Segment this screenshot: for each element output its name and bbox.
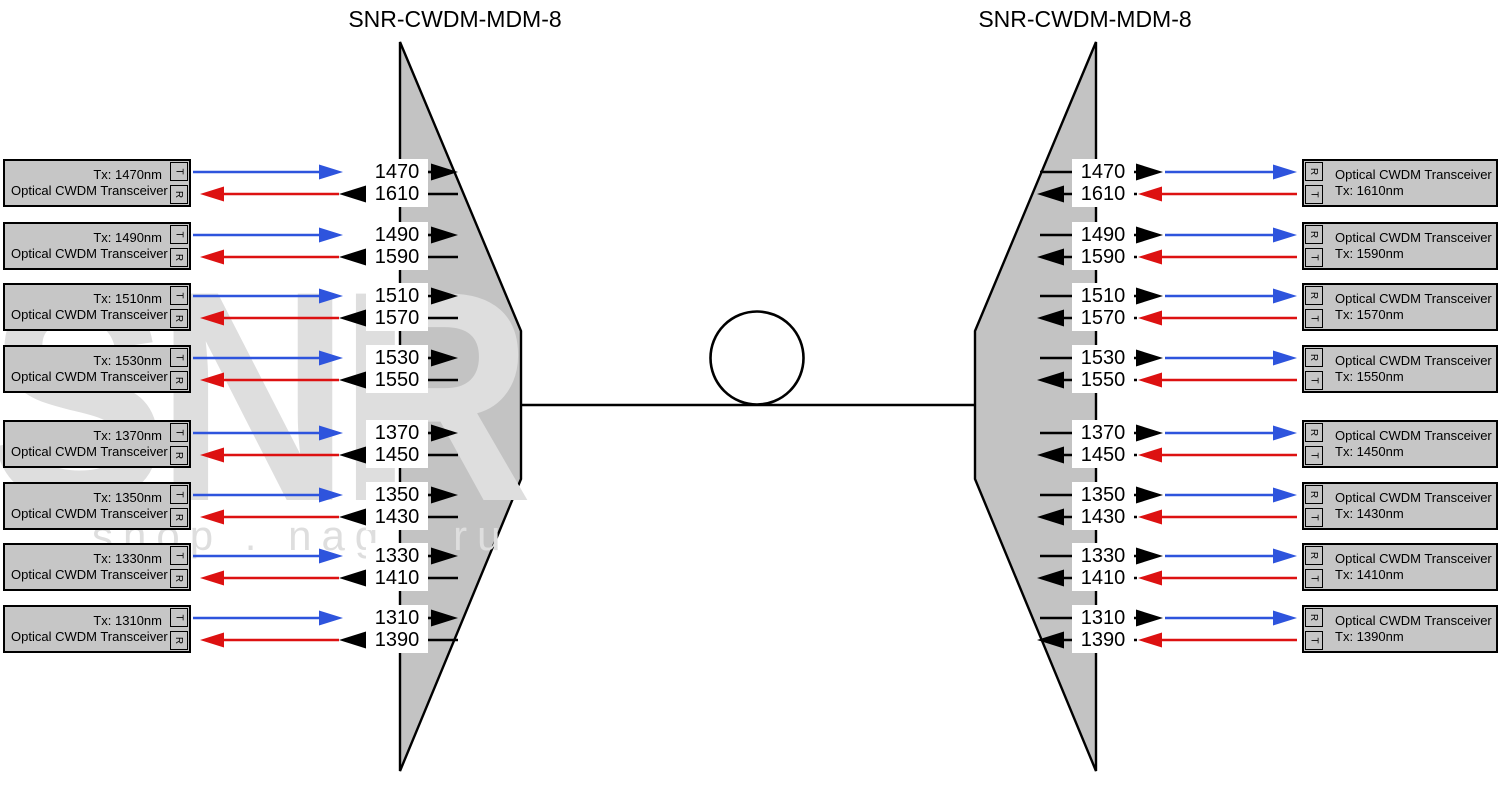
flow-arrow-icon — [339, 185, 366, 203]
flow-arrow-icon — [431, 163, 458, 181]
flow-arrow-icon — [1037, 309, 1064, 327]
cable-arrow-icon — [1138, 570, 1162, 586]
cable-arrow-icon — [200, 570, 224, 586]
flow-arrow-icon — [1136, 287, 1163, 305]
right-mux-title: SNR-CWDM-MDM-8 — [978, 6, 1192, 32]
flow-arrow-icon — [1136, 486, 1163, 504]
cable-arrow-icon — [1273, 164, 1297, 180]
flow-arrow-icon — [1136, 424, 1163, 442]
cable-arrow-icon — [200, 447, 224, 463]
cable-arrow-icon — [1273, 487, 1297, 503]
flow-arrow-icon — [431, 287, 458, 305]
cable-arrow-icon — [1273, 227, 1297, 243]
flow-arrow-icon — [431, 547, 458, 565]
flow-arrow-icon — [1136, 349, 1163, 367]
cable-arrow-icon — [1138, 447, 1162, 463]
cable-arrow-icon — [200, 509, 224, 525]
flow-arrow-icon — [339, 446, 366, 464]
cable-arrow-icon — [200, 372, 224, 388]
cable-arrow-icon — [1273, 425, 1297, 441]
flow-arrow-icon — [1136, 163, 1163, 181]
left-mux-title: SNR-CWDM-MDM-8 — [348, 6, 562, 32]
flow-arrow-icon — [339, 309, 366, 327]
flow-arrow-icon — [339, 569, 366, 587]
cable-arrow-icon — [1273, 610, 1297, 626]
flow-arrow-icon — [1037, 446, 1064, 464]
cable-arrow-icon — [200, 632, 224, 648]
fiber-loop-icon — [709, 310, 805, 406]
cable-arrow-icon — [1138, 632, 1162, 648]
cable-arrow-icon — [200, 186, 224, 202]
cable-arrow-icon — [319, 548, 343, 564]
flow-arrow-icon — [431, 226, 458, 244]
flow-arrow-icon — [339, 508, 366, 526]
cable-arrow-icon — [1138, 372, 1162, 388]
cable-arrow-icon — [200, 310, 224, 326]
cable-arrow-icon — [319, 610, 343, 626]
flow-arrow-icon — [1037, 508, 1064, 526]
cable-arrow-icon — [319, 164, 343, 180]
flow-arrow-icon — [339, 371, 366, 389]
cable-arrow-icon — [1273, 548, 1297, 564]
cable-arrow-icon — [319, 288, 343, 304]
cable-arrow-icon — [1138, 310, 1162, 326]
flow-arrow-icon — [431, 609, 458, 627]
flow-arrow-icon — [1037, 631, 1064, 649]
flow-arrow-icon — [431, 424, 458, 442]
cable-arrow-icon — [1273, 350, 1297, 366]
cable-arrow-icon — [319, 350, 343, 366]
flow-arrow-icon — [431, 349, 458, 367]
flow-arrow-icon — [1037, 569, 1064, 587]
flow-arrow-icon — [1136, 609, 1163, 627]
cable-arrow-icon — [200, 249, 224, 265]
cable-arrow-icon — [319, 487, 343, 503]
flow-arrow-icon — [1037, 371, 1064, 389]
flow-arrow-icon — [1037, 185, 1064, 203]
flow-arrow-icon — [431, 486, 458, 504]
flow-arrow-icon — [1037, 248, 1064, 266]
cable-arrow-icon — [1138, 249, 1162, 265]
cable-arrow-icon — [1273, 288, 1297, 304]
cable-arrow-icon — [1138, 186, 1162, 202]
flow-arrow-icon — [1136, 226, 1163, 244]
flow-arrow-icon — [339, 248, 366, 266]
flow-arrow-icon — [339, 631, 366, 649]
flow-arrow-icon — [1136, 547, 1163, 565]
cable-arrow-icon — [319, 425, 343, 441]
cable-arrow-icon — [1138, 509, 1162, 525]
cable-arrow-icon — [319, 227, 343, 243]
